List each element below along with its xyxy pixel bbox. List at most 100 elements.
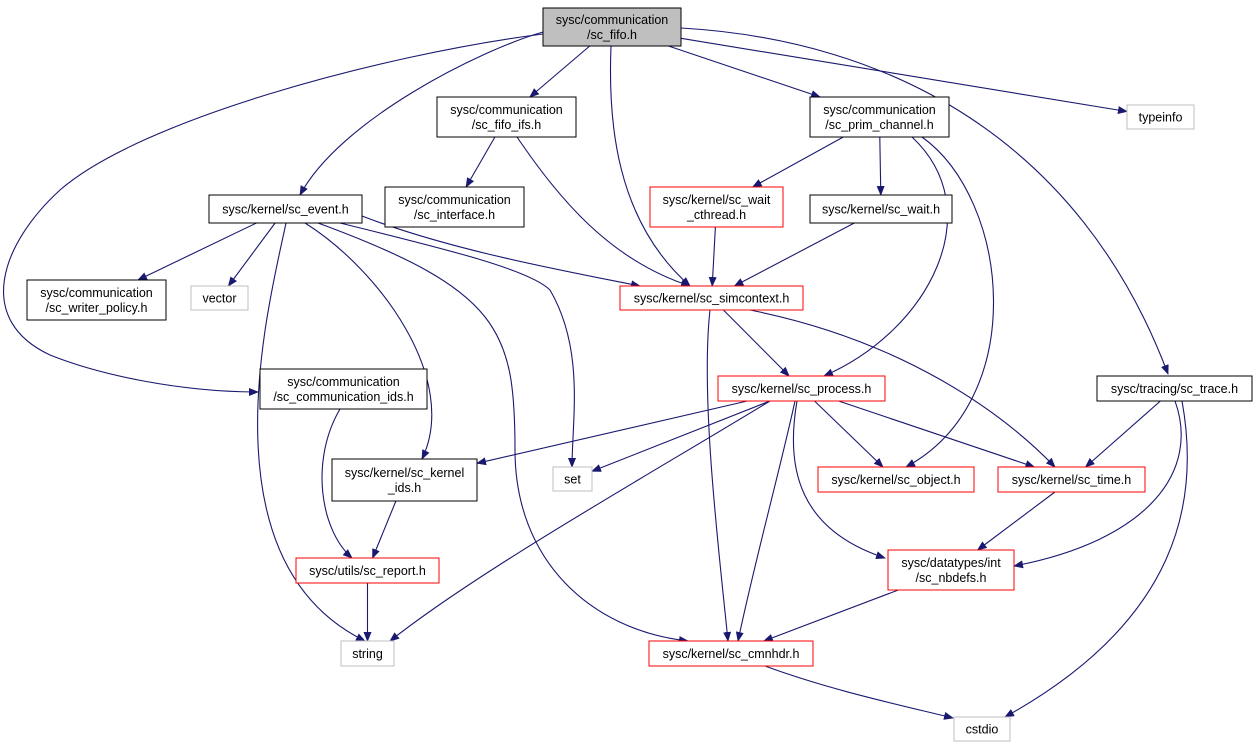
- node-box: [809, 96, 950, 138]
- node-label-line: set: [564, 473, 581, 487]
- node-sc-trace[interactable]: sysc/tracing/sc_trace.h: [1096, 375, 1253, 402]
- node-sc-fifo-ifs[interactable]: sysc/communication/sc_fifo_ifs.h: [436, 96, 577, 138]
- edge-sc-event-to-sc-kernel-ids: [304, 222, 433, 460]
- node-cstdio[interactable]: cstdio: [953, 716, 1011, 742]
- edge-sc-fifo-ifs-to-sc-interface: [465, 136, 496, 188]
- node-box: [436, 96, 577, 138]
- node-set[interactable]: set: [552, 466, 593, 492]
- edge-sc-process-to-sc-cmnhdr: [735, 400, 796, 642]
- node-label-line: sysc/datatypes/int: [901, 556, 1001, 570]
- edge-sc-simcontext-to-sc-process: [723, 309, 790, 377]
- edge-sc-event-to-vector: [227, 222, 276, 287]
- node-label-line: /sc_communication_ids.h: [273, 390, 413, 404]
- node-label-line: /sc_interface.h: [414, 208, 495, 222]
- node-box: [331, 458, 478, 502]
- node-sc-interface[interactable]: sysc/communication/sc_interface.h: [384, 186, 525, 228]
- node-sc-report[interactable]: sysc/utils/sc_report.h: [295, 557, 440, 584]
- edge-sc-process-to-string: [389, 400, 771, 642]
- node-sc-event[interactable]: sysc/kernel/sc_event.h: [208, 194, 363, 224]
- node-vector[interactable]: vector: [190, 285, 249, 311]
- node-box: [340, 640, 395, 667]
- node-label-line: typeinfo: [1139, 111, 1183, 125]
- node-box: [997, 466, 1146, 493]
- node-label-line: sysc/utils/sc_report.h: [309, 564, 426, 578]
- node-label-line: /sc_prim_channel.h: [825, 118, 933, 132]
- node-box: [649, 186, 784, 228]
- edge-sc-cmnhdr-to-cstdio: [764, 665, 954, 720]
- edge-sc-wait-to-sc-simcontext: [733, 222, 855, 287]
- node-label-line: sysc/communication: [450, 103, 563, 117]
- edge-sc-process-to-sc-kernel-ids: [476, 400, 748, 466]
- node-label-line: _cthread.h: [686, 208, 746, 222]
- edge-sc-prim-channel-to-sc-wait: [876, 136, 885, 196]
- node-label-line: vector: [202, 292, 236, 306]
- node-label-line: sysc/communication: [823, 103, 936, 117]
- nodes-layer: sysc/communication/sc_fifo.hsysc/communi…: [26, 7, 1253, 742]
- node-box: [817, 466, 975, 493]
- edge-sc-fifo-to-sc-trace: [680, 27, 1169, 375]
- node-sc-kernel-ids[interactable]: sysc/kernel/sc_kernel_ids.h: [331, 458, 478, 502]
- node-sc-wait-cthread[interactable]: sysc/kernel/sc_wait_cthread.h: [649, 186, 784, 228]
- edge-sc-fifo-to-sc-communication-ids: [2, 33, 544, 396]
- edge-sc-wait-cthread-to-sc-simcontext: [708, 226, 717, 287]
- node-label-line: sysc/communication: [556, 13, 669, 27]
- node-label-line: _ids.h: [387, 481, 421, 495]
- node-typeinfo[interactable]: typeinfo: [1126, 104, 1195, 130]
- node-sc-cmnhdr[interactable]: sysc/kernel/sc_cmnhdr.h: [648, 640, 814, 667]
- node-sc-time[interactable]: sysc/kernel/sc_time.h: [997, 466, 1146, 493]
- edge-sc-fifo-to-sc-prim-channel: [668, 45, 822, 98]
- edge-sc-event-to-sc-writer-policy: [137, 222, 257, 281]
- edge-sc-nbdefs-to-sc-cmnhdr: [762, 589, 899, 642]
- edge-sc-communication-ids-to-sc-report: [321, 408, 353, 559]
- node-sc-communication-ids[interactable]: sysc/communication/sc_communication_ids.…: [259, 368, 428, 410]
- node-sc-prim-channel[interactable]: sysc/communication/sc_prim_channel.h: [809, 96, 950, 138]
- edge-sc-event-to-sc-simcontext: [361, 215, 641, 289]
- node-label-line: sysc/kernel/sc_wait.h: [822, 203, 940, 217]
- node-sc-writer-policy[interactable]: sysc/communication/sc_writer_policy.h: [26, 279, 167, 321]
- node-sc-process[interactable]: sysc/kernel/sc_process.h: [717, 375, 886, 402]
- edge-sc-prim-channel-to-sc-process: [823, 136, 949, 377]
- node-box: [190, 285, 249, 311]
- node-label-line: sysc/kernel/sc_kernel: [345, 466, 465, 480]
- edge-sc-trace-to-sc-nbdefs: [1013, 400, 1182, 569]
- node-sc-nbdefs[interactable]: sysc/datatypes/int/sc_nbdefs.h: [887, 549, 1015, 591]
- node-string[interactable]: string: [340, 640, 395, 667]
- edge-sc-event-to-string: [257, 222, 366, 642]
- node-label-line: sysc/kernel/sc_event.h: [222, 203, 348, 217]
- node-label-line: sysc/kernel/sc_simcontext.h: [634, 292, 790, 306]
- edge-sc-event-to-sc-cmnhdr: [317, 222, 689, 644]
- edge-sc-kernel-ids-to-sc-report: [372, 500, 397, 559]
- node-box: [26, 279, 167, 321]
- node-sc-wait[interactable]: sysc/kernel/sc_wait.h: [809, 194, 953, 224]
- node-label-line: /sc_writer_policy.h: [46, 301, 148, 315]
- node-box: [717, 375, 886, 402]
- node-label-line: sysc/communication: [40, 286, 153, 300]
- node-sc-object[interactable]: sysc/kernel/sc_object.h: [817, 466, 975, 493]
- edge-sc-fifo-ifs-to-sc-simcontext: [516, 136, 691, 288]
- node-label-line: string: [352, 647, 383, 661]
- edge-sc-fifo-to-typeinfo: [680, 37, 1128, 114]
- edge-sc-event-to-set: [339, 222, 577, 468]
- node-sc-simcontext[interactable]: sysc/kernel/sc_simcontext.h: [619, 285, 804, 311]
- node-label-line: sysc/kernel/sc_time.h: [1012, 473, 1132, 487]
- node-box: [1126, 104, 1195, 130]
- node-label-line: sysc/communication: [398, 193, 511, 207]
- node-box: [259, 368, 428, 410]
- node-box: [887, 549, 1015, 591]
- node-box: [542, 7, 682, 47]
- edge-sc-process-to-sc-nbdefs: [792, 400, 886, 559]
- node-label-line: sysc/kernel/sc_process.h: [732, 382, 872, 396]
- node-sc-fifo[interactable]: sysc/communication/sc_fifo.h: [542, 7, 682, 47]
- node-box: [809, 194, 953, 224]
- node-label-line: sysc/communication: [287, 375, 400, 389]
- node-label-line: /sc_fifo_ifs.h: [472, 118, 542, 132]
- edge-sc-process-to-sc-time: [838, 400, 1036, 468]
- node-label-line: /sc_fifo.h: [587, 28, 637, 42]
- node-box: [1096, 375, 1253, 402]
- edge-sc-prim-channel-to-sc-object: [905, 136, 995, 468]
- edges-layer: [2, 27, 1188, 720]
- node-label-line: sysc/kernel/sc_wait: [663, 193, 771, 207]
- node-box: [295, 557, 440, 584]
- edge-sc-fifo-to-sc-fifo-ifs: [529, 45, 591, 98]
